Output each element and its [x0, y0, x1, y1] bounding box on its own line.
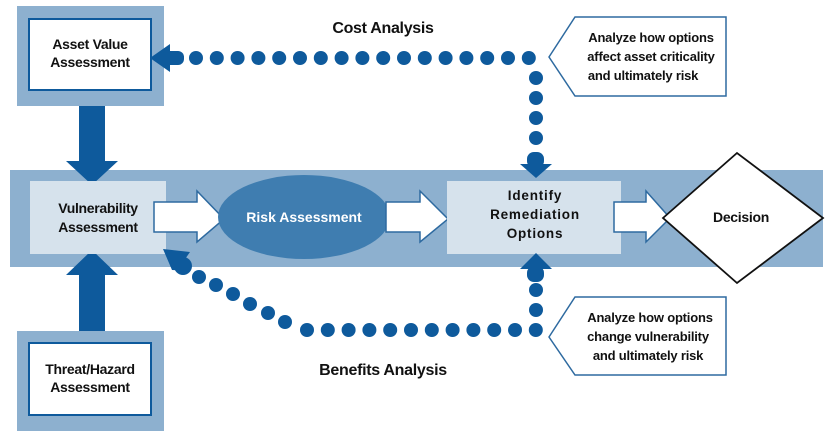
benefit-callout: Analyze how options change vulnerability…: [548, 296, 727, 376]
path-dot: [529, 283, 543, 297]
path-dot: [209, 51, 224, 65]
asset-value-node: Asset Value Assessment: [17, 6, 164, 106]
vulnerability-line1: Vulnerability: [58, 200, 138, 216]
path-dot: [226, 287, 240, 301]
path-dot: [192, 270, 206, 284]
asset-value-line2: Assessment: [50, 54, 130, 70]
remediation-line1: Identify: [508, 188, 562, 203]
benefit-up-arrowhead-icon: [520, 253, 552, 282]
threat-hazard-node: Threat/Hazard Assessment: [17, 331, 164, 431]
asset-value-line1: Asset Value: [52, 36, 128, 52]
risk-label: Risk Assessment: [246, 209, 362, 225]
path-dot: [529, 71, 543, 85]
vulnerability-line2: Assessment: [58, 219, 138, 235]
cost-callout-line1: Analyze how options: [588, 30, 713, 45]
path-dot: [300, 323, 314, 337]
path-dot: [521, 51, 536, 65]
remediation-line2: Remediation: [490, 207, 580, 222]
path-dot: [334, 51, 349, 65]
benefit-diagonal-arrowhead-icon: [163, 249, 192, 275]
cost-callout: Analyze how options affect asset critica…: [548, 16, 727, 97]
arrow-risk-to-remediation: [385, 189, 450, 244]
path-dot: [438, 51, 453, 65]
path-dot: [501, 51, 515, 65]
path-dot: [355, 51, 370, 65]
path-dot: [209, 278, 223, 292]
arrow-threat-to-vulnerability: [66, 250, 118, 331]
benefit-callout-line2: change vulnerability: [587, 329, 710, 344]
decision-label: Decision: [713, 209, 769, 225]
cost-analysis-label: Cost Analysis: [332, 20, 434, 37]
benefits-analysis-label: Benefits Analysis: [319, 362, 447, 379]
path-dot: [383, 323, 398, 337]
cost-analysis-path: [189, 51, 543, 145]
cost-callout-line2: affect asset criticality: [587, 49, 715, 64]
benefits-analysis-path: [192, 270, 543, 337]
decision-node: Decision: [661, 151, 825, 285]
path-dot: [529, 303, 543, 317]
arrow-remediation-to-decision: [613, 189, 672, 244]
path-dot: [480, 51, 495, 65]
arrow-asset-to-vulnerability: [66, 106, 118, 185]
arrow-vulnerability-to-risk: [153, 189, 226, 244]
path-dot: [397, 51, 411, 65]
threat-line1: Threat/Hazard: [45, 361, 134, 377]
path-dot: [529, 111, 543, 125]
path-dot: [261, 306, 275, 320]
path-dot: [445, 323, 460, 337]
path-dot: [272, 51, 287, 65]
remediation-node: Identify Remediation Options: [447, 181, 621, 254]
benefit-callout-line3: and ultimately risk: [593, 348, 704, 363]
threat-line2: Assessment: [50, 379, 130, 395]
path-dot: [251, 51, 266, 65]
path-dot: [320, 323, 335, 337]
cost-down-arrowhead-icon: [520, 152, 552, 178]
path-dot: [417, 51, 432, 65]
risk-assessment-node: Risk Assessment: [218, 175, 390, 259]
path-dot: [243, 297, 257, 311]
path-dot: [189, 51, 203, 65]
path-dot: [293, 51, 307, 65]
path-dot: [376, 51, 391, 65]
path-dot: [404, 323, 418, 337]
path-dot: [508, 323, 522, 337]
path-dot: [529, 131, 543, 145]
path-dot: [278, 315, 292, 329]
path-dot: [466, 323, 481, 337]
path-dot: [459, 51, 474, 65]
path-dot: [362, 323, 377, 337]
remediation-line3: Options: [507, 226, 564, 241]
path-dot: [230, 51, 245, 65]
path-dot: [313, 51, 328, 65]
path-dot: [341, 323, 356, 337]
cost-callout-line3: and ultimately risk: [588, 68, 699, 83]
cost-arrowhead-icon: [150, 44, 184, 72]
path-dot: [529, 91, 543, 105]
path-dot: [424, 323, 439, 337]
path-dot: [528, 323, 543, 337]
benefit-callout-line1: Analyze how options: [587, 310, 712, 325]
vulnerability-node: Vulnerability Assessment: [30, 181, 166, 254]
path-dot: [487, 323, 502, 337]
